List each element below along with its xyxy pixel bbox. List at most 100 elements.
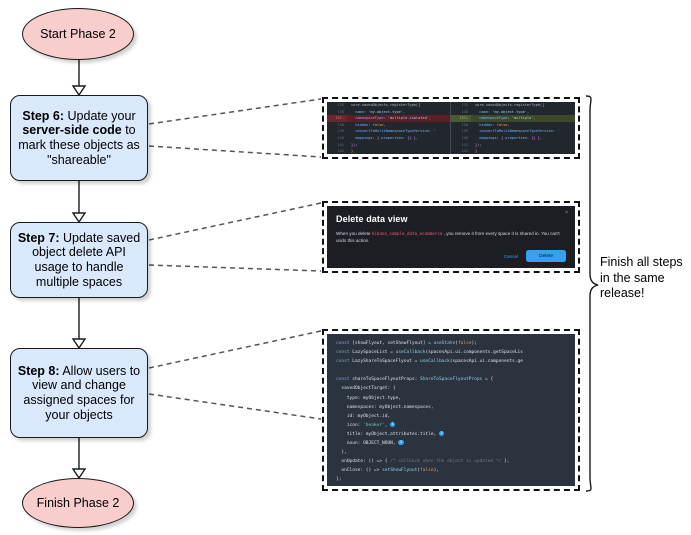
diff-line-code: hidden: false, [475,122,510,127]
dialog-footer: Cancel Delete [504,250,566,262]
node-step-7-title: Step 7: [17,230,60,245]
code-line: const LazyShareToSpaceFlyout = useCallba… [336,359,523,365]
diff-line-number: 137+ [451,115,471,122]
diff-line-number: 139 [327,128,347,135]
code-line: id: myObject.id, [336,413,391,419]
leader-step7-top [148,202,322,241]
diff-line-code: namespaceType: 'multiple-isolated', [351,116,432,121]
node-step-7-text-a: Update saved object delete API usage to … [32,230,141,289]
node-step-6-title: Step 6: [22,108,65,123]
diff-line-code: mappings: { properties: {} }, [475,135,543,140]
code-line: namespaces: myObject.namespaces, [336,404,434,410]
arrowhead-finish [71,468,87,480]
node-finish-label: Finish Phase 2 [36,495,120,510]
node-start-label: Start Phase 2 [40,26,116,41]
code-line: onClose: () => setShowFlyout(false), [336,468,439,474]
leader-step6-top [148,98,322,125]
node-step-6-text-b: to mark these objects as "shareable" [18,123,140,167]
diff-line-code: name: 'my-object-type', [475,109,530,114]
node-step-6-label: Step 6: Update your server-side code to … [17,109,141,168]
callout-number: 3 [398,439,404,446]
diff-line-code: convertToMultiNamespaceTypeVersion: ' [351,129,436,134]
diff-line-code: namespaceType: 'multiple', [475,116,536,121]
screenshot-share-flyout-code: const [showFlyout, setShowFlyout] = useS… [322,329,580,491]
leader-step8-bottom [148,393,322,420]
node-finish-phase-2[interactable]: Finish Phase 2 [22,478,134,528]
node-step-6[interactable]: Step 6: Update your server-side code to … [10,95,148,181]
node-start-phase-2[interactable]: Start Phase 2 [22,8,134,60]
diff-line-code: convertToMultiNamespaceTypeVersion: ' [475,129,560,134]
cancel-button[interactable]: Cancel [503,253,519,259]
node-step-6-emphasis: server-side code [22,123,122,138]
diff-line-code: }); [475,142,482,147]
diff-line-number: 142 [451,148,471,154]
diff-line: 139 convertToMultiNamespaceTypeVersion: … [451,128,575,135]
release-note-text: Finish all steps in the same release! [600,255,683,301]
diff-line-code: core.savedObjects.registerType({ [351,103,421,107]
diff-line-code: }); [351,142,358,147]
diff-line-number: 142 [327,148,347,154]
diff-line-number: 140 [451,134,471,142]
arrowhead-step7 [71,212,87,224]
leader-step7-bottom [148,264,322,272]
node-step-6-text-a: Update your [64,108,136,123]
node-step-7[interactable]: Step 7: Update saved object delete API u… [10,222,148,298]
diff-line-code: } [475,149,478,154]
screenshot-delete-modal: × Delete data view When you delete kiban… [322,201,580,273]
dialog-title: Delete data view [336,214,408,224]
diff-line-number: 138 [451,121,471,129]
diff-line-number: 136 [451,108,471,116]
diff-line: 142} [327,148,450,154]
code-line: onUpdate: () => { /* callback when the o… [336,459,510,465]
diff-line: 138 hidden: false, [327,121,450,129]
leader-step6-bottom [148,145,322,158]
diff-line: 140 mappings: { properties: {} }, [327,134,450,142]
code-line [327,366,575,375]
leader-step8-top [148,330,322,369]
diff-line-number: 141 [327,141,347,149]
arrowhead-step8 [71,338,87,350]
diff-line-number: 135 [327,102,347,109]
diff-line: 141}); [327,141,450,149]
delete-data-view-dialog: × Delete data view When you delete kiban… [327,206,575,268]
diff-line: 140 mappings: { properties: {} }, [451,134,575,142]
node-step-7-label: Step 7: Update saved object delete API u… [17,231,141,290]
diff-line: 135 core.savedObjects.registerType({ [327,102,450,109]
diff-line: 136 name: 'my-object-type', [451,108,575,116]
diff-line: 139 convertToMultiNamespaceTypeVersion: … [327,128,450,135]
node-step-8[interactable]: Step 8: Allow users to view and change a… [10,348,148,438]
close-icon[interactable]: × [565,210,568,216]
diff-line: 141}); [451,141,575,149]
node-step-8-title: Step 8: [17,363,60,378]
callout-number: 2 [438,430,445,437]
callout-number: 1 [390,421,396,427]
diff-line-code: mappings: { properties: {} }, [351,135,419,140]
dialog-body: When you delete kibana_sample_data_ecomm… [336,230,566,244]
diff-line: 137- namespaceType: 'multiple-isolated', [327,115,450,122]
node-step-8-text-a: Allow users to view and change assigned … [23,363,141,422]
diff-line-number: 139 [451,128,471,135]
code-line: title: myObject.attributes.title, 2 [336,430,445,437]
dialog-body-code: kibana_sample_data_ecommerce [371,231,443,236]
diff-line-code: hidden: false, [351,122,386,127]
diff-line-code: core.savedObjects.registerType({ [475,103,545,107]
code-line: }; [336,477,342,483]
delete-button[interactable]: Delete [526,250,566,262]
arrowhead-step6 [71,85,87,97]
diff-line-number: 140 [327,134,347,142]
code-line: const LazySpaceList = useCallback(spaces… [336,350,523,356]
dialog-body-before: When you delete [336,231,372,236]
diff-line: 137+ namespaceType: 'multiple', [451,115,575,122]
code-line: }, [336,450,347,456]
code-line: noun: OBJECT_NOUN, 3 [336,439,404,447]
dialog-body-after: , you remove it from every space it is s… [336,231,560,243]
diff-line-number: 141 [451,141,471,149]
diff-line-code: name: 'my-object-type', [351,109,406,114]
node-step-8-label: Step 8: Allow users to view and change a… [17,364,141,423]
